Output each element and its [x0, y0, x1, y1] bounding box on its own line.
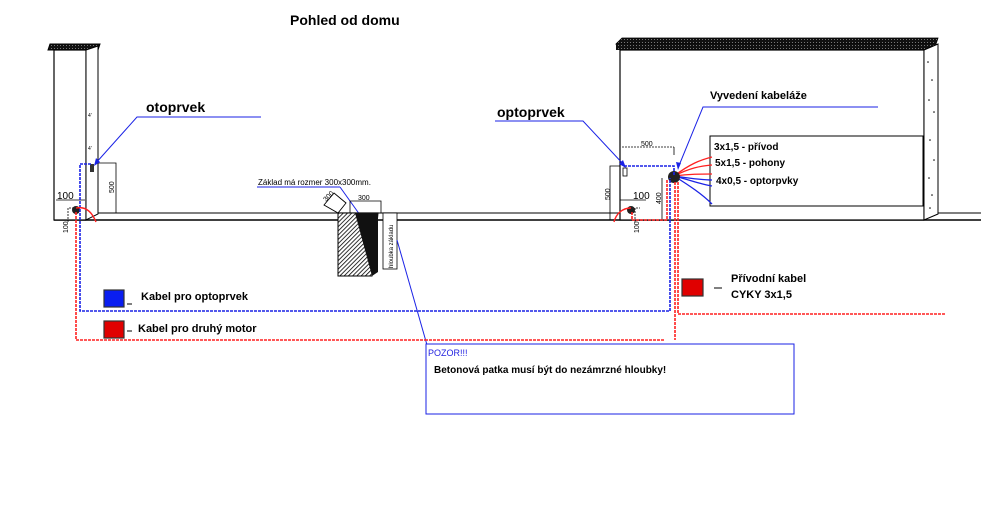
cable-list-box: 3x1,5 - přívod 5x1,5 - pohony 4x0,5 - op…	[709, 135, 924, 207]
left-sensor-label: otoprvek	[146, 99, 205, 115]
svg-text:100: 100	[634, 221, 641, 233]
cable-list-item: 5x1,5 - pohony	[715, 158, 785, 169]
right-dimensions: 500 500 100 100 400	[605, 141, 675, 233]
warning-title: POZOR!!!	[428, 348, 468, 358]
svg-text:100: 100	[633, 191, 650, 202]
diagram-title: Pohled od domu	[290, 12, 400, 28]
legend-swatch-supply	[681, 278, 704, 297]
legend-swatch-blue	[103, 289, 125, 308]
svg-text:hloubka základu: hloubka základu	[389, 225, 395, 268]
svg-text:500: 500	[109, 181, 116, 193]
left-motor-cable	[75, 206, 97, 223]
right-motor-cable	[613, 207, 632, 223]
cable-list-item: 3x1,5 - přívod	[714, 142, 778, 153]
right-sensor-callout: optoprvek	[495, 104, 626, 168]
legend-red: Kabel pro druhý motor	[103, 320, 257, 339]
cable-outlet-point	[668, 171, 680, 183]
cable-outlet-label: Vyvedení kabeláže	[710, 90, 807, 102]
svg-text:4': 4'	[88, 146, 92, 152]
cable-list-item: 4x0,5 - optorpvky	[716, 176, 799, 187]
foundation-note: Základ má rozmer 300x300mm.	[258, 178, 371, 187]
legend-supply-line2: CYKY 3x1,5	[731, 289, 792, 301]
legend-label-blue: Kabel pro optoprvek	[141, 291, 249, 303]
legend-supply: Přívodní kabel CYKY 3x1,5	[681, 273, 806, 301]
right-sensor-label: optoprvek	[497, 104, 565, 120]
svg-text:100: 100	[63, 221, 70, 233]
svg-text:400: 400	[656, 192, 663, 204]
cable-outlet-callout: Vyvedení kabeláže	[676, 90, 878, 170]
foundation-block: Základ má rozmer 300x300mm. 300 300 hlou…	[257, 178, 428, 346]
red-cable-run	[75, 180, 946, 341]
svg-text:300: 300	[358, 195, 370, 202]
legend-label-red: Kabel pro druhý motor	[138, 323, 257, 335]
blue-cable-run	[79, 163, 675, 312]
svg-text:500: 500	[641, 141, 653, 148]
warning-box: POZOR!!! Betonová patka musí být do nezá…	[425, 343, 795, 415]
warning-text: Betonová patka musí být do nezámrzné hlo…	[434, 365, 666, 376]
left-pillar: 4' 4'	[47, 43, 101, 221]
legend-supply-line1: Přívodní kabel	[731, 273, 806, 285]
legend-swatch-red	[103, 320, 125, 339]
svg-text:100: 100	[57, 191, 74, 202]
left-sensor-callout: otoprvek	[94, 99, 261, 166]
svg-text:4': 4'	[88, 113, 92, 119]
legend-blue: Kabel pro optoprvek	[103, 289, 249, 308]
svg-text:500: 500	[605, 188, 612, 200]
